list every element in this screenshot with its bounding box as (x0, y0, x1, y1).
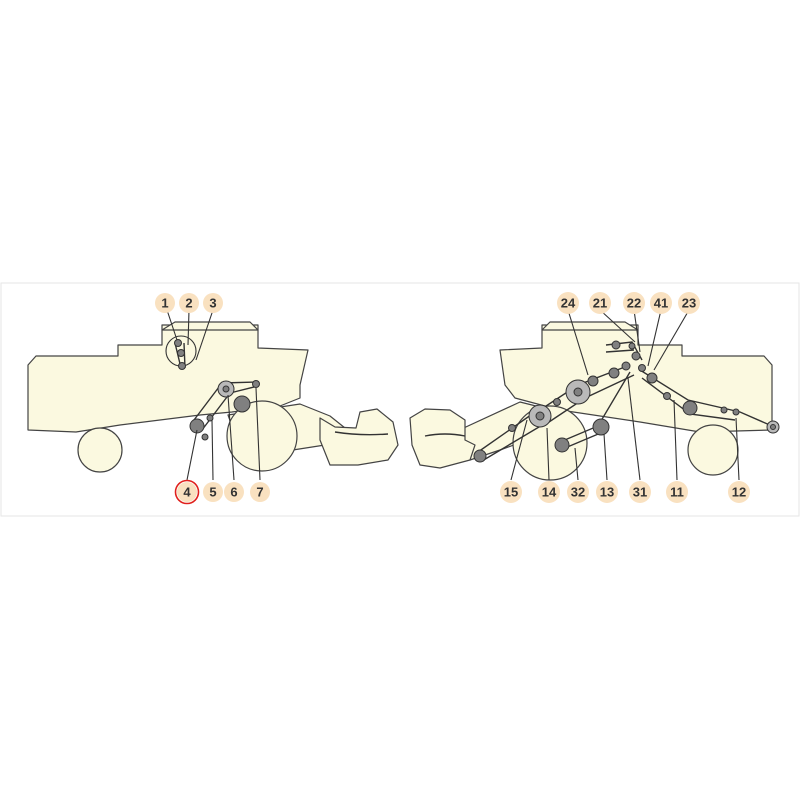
svg-text:6: 6 (230, 485, 237, 500)
right-harvester-body (499, 324, 773, 433)
callout-7[interactable]: 7 (250, 482, 270, 502)
right-pulley-32 (554, 437, 570, 453)
svg-text:1: 1 (161, 296, 168, 311)
callout-6[interactable]: 6 (224, 482, 244, 502)
callout-2[interactable]: 2 (179, 293, 199, 313)
callout-41[interactable]: 41 (650, 292, 672, 314)
svg-text:7: 7 (256, 485, 263, 500)
left-main-belt (193, 381, 259, 431)
right-pulley-13 (592, 418, 610, 436)
callout-11[interactable]: 11 (666, 481, 688, 503)
svg-text:11: 11 (670, 485, 684, 500)
callout-4[interactable]: 4 (174, 479, 200, 505)
callout-31[interactable]: 31 (629, 481, 651, 503)
right-pulley-11 (682, 400, 698, 416)
left-pulley-7 (252, 380, 260, 388)
svg-text:31: 31 (633, 485, 647, 500)
svg-text:15: 15 (504, 485, 518, 500)
svg-text:5: 5 (209, 485, 216, 500)
left-harvester (27, 309, 399, 481)
callout-21[interactable]: 21 (589, 292, 611, 314)
left-header-auger (334, 431, 389, 436)
callout-4-highlight (174, 479, 200, 505)
left-rear-wheel (77, 427, 123, 473)
svg-text:32: 32 (571, 485, 585, 500)
right-cab-roof (541, 321, 639, 331)
svg-text:13: 13 (600, 485, 614, 500)
diagram-panel (0, 282, 800, 517)
svg-text:14: 14 (542, 485, 557, 500)
callout-22[interactable]: 22 (623, 292, 645, 314)
svg-text:24: 24 (561, 296, 576, 311)
callout-24[interactable]: 24 (557, 292, 579, 314)
svg-text:3: 3 (209, 296, 216, 311)
left-pulley-2 (177, 349, 185, 357)
left-pulley-3 (178, 362, 186, 370)
svg-text:4: 4 (183, 485, 191, 500)
callout-1[interactable]: 1 (155, 293, 175, 313)
callout-3[interactable]: 3 (203, 293, 223, 313)
callout-32[interactable]: 32 (567, 481, 589, 503)
callout-14[interactable]: 14 (538, 481, 560, 503)
callout-12[interactable]: 12 (728, 481, 750, 503)
right-pulley-21 (611, 340, 621, 350)
svg-text:21: 21 (593, 296, 607, 311)
callout-13[interactable]: 13 (596, 481, 618, 503)
right-header (409, 408, 476, 469)
right-feeder-belt (477, 409, 545, 462)
right-header-auger (424, 433, 466, 437)
svg-text:23: 23 (682, 296, 696, 311)
callout-5[interactable]: 5 (203, 482, 223, 502)
callout-23[interactable]: 23 (678, 292, 700, 314)
svg-text:22: 22 (627, 296, 641, 311)
right-top-callouts: 24 21 22 41 23 (557, 292, 700, 314)
left-front-wheel (226, 400, 298, 472)
svg-text:41: 41 (654, 296, 668, 311)
left-cab-roof (161, 321, 259, 331)
left-lower-pulley (189, 418, 205, 434)
right-rear-wheel (687, 424, 739, 476)
left-pulley-6 (233, 395, 251, 413)
left-pulley-1 (174, 339, 182, 347)
right-harvester (409, 309, 780, 481)
left-header (319, 408, 399, 466)
callout-15[interactable]: 15 (500, 481, 522, 503)
left-callouts: 1 2 3 4 5 6 7 (155, 293, 270, 505)
svg-text:2: 2 (185, 296, 192, 311)
svg-text:12: 12 (732, 485, 746, 500)
right-bottom-callouts: 15 14 32 13 31 11 12 (500, 481, 750, 503)
